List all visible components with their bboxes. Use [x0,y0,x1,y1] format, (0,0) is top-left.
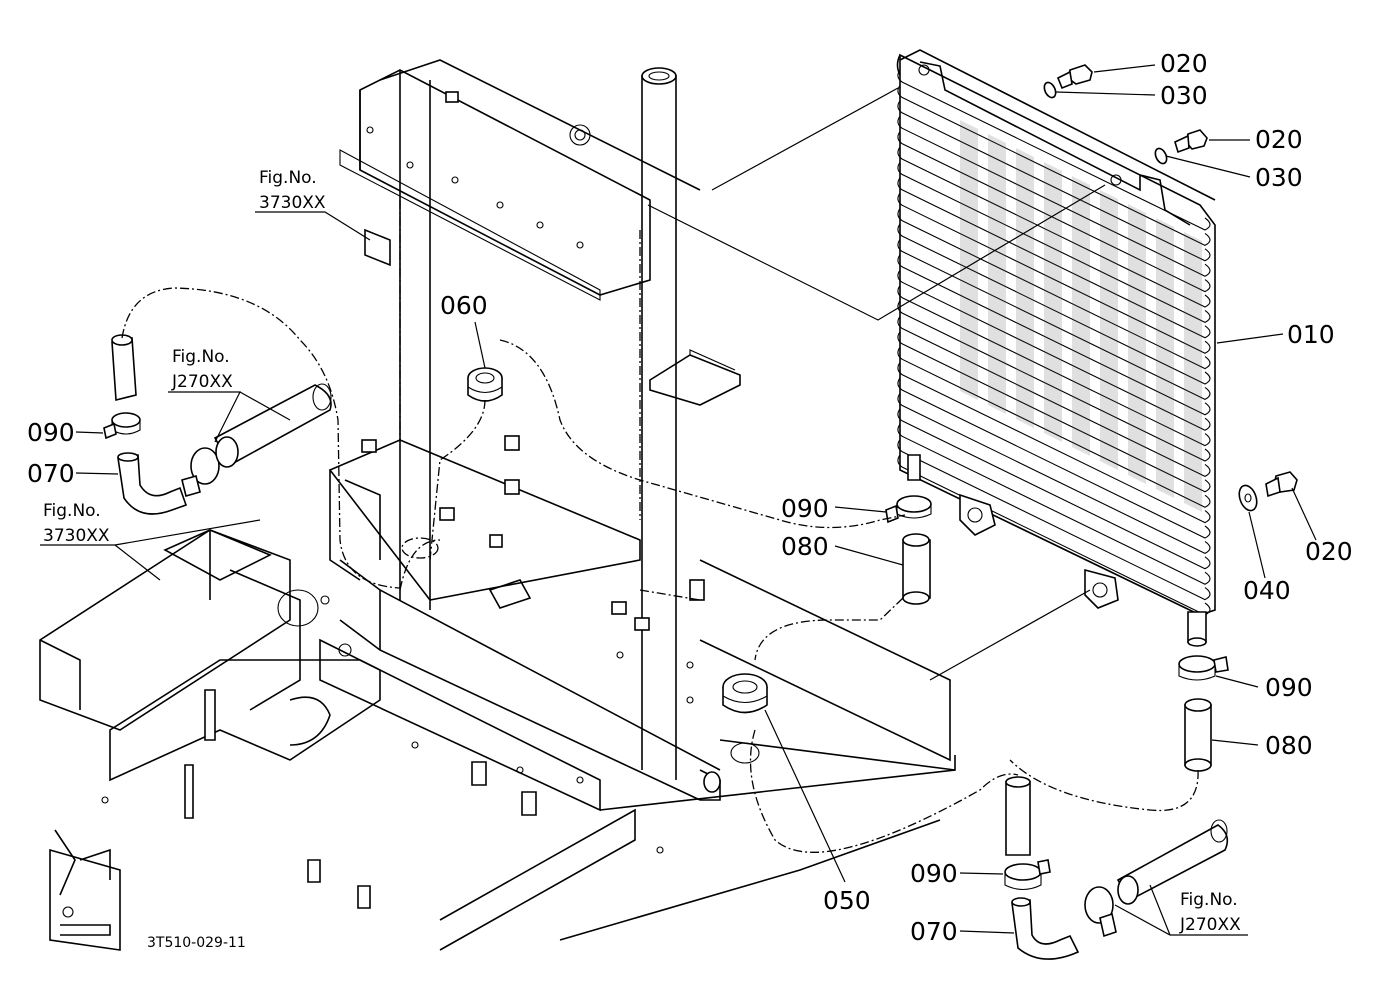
drawing-code: 3T510-029-11 [147,935,246,951]
cooler-fin [897,316,1211,478]
callout-070: 070 [910,917,958,946]
callout-020: 020 [1160,49,1208,78]
fig-ref-label: Fig.No. [259,168,317,188]
fig-ref-number: 3730XX [259,193,326,213]
cooler-fin [897,100,1211,262]
cooler-core-shade [1156,218,1174,498]
callout-020: 020 [1255,125,1303,154]
cooler-fin [897,85,1211,247]
callout-090: 090 [1265,673,1313,702]
cooler-fin [897,131,1211,293]
cooler-fin [897,439,1211,601]
callout-090: 090 [910,859,958,888]
cooler-fin [897,377,1211,539]
cooler-core-shade [1044,162,1062,442]
cooler-fin [897,208,1211,370]
grommet-060 [467,367,503,402]
cooler-core-shade [1016,148,1034,428]
right-mid-hose-assembly [1178,655,1229,772]
cooler-fin [897,346,1211,508]
cooler-core-shade [1184,232,1202,512]
callout-030: 030 [1160,81,1208,110]
cooler-fin [897,192,1211,354]
cooler-fin [897,69,1211,231]
fig-ref-label: Fig.No. [1180,890,1238,910]
leader-lines [40,64,1317,936]
callout-030: 030 [1255,163,1303,192]
cooler-fin [897,115,1211,277]
right-hose-assembly [1004,776,1229,960]
bolts-and-washers [1043,64,1298,512]
cooler-fin [897,362,1211,524]
fig-ref-number: J270XX [1179,915,1241,935]
cooler-fin [897,300,1211,462]
cooler-fin [897,269,1211,431]
figure-references: Fig.No. 3730XX Fig.No. 3730XX Fig.No. J2… [43,168,1241,935]
cooler-fin [897,331,1211,493]
cooler-core-shade [1100,190,1118,470]
oil-cooler-010 [896,49,1216,647]
cooler-fin [897,223,1211,385]
cooler-fin [897,177,1211,339]
callout-090: 090 [781,494,829,523]
cooler-fin [897,146,1211,308]
callout-020: 020 [1305,537,1353,566]
cooler-fin [897,423,1211,585]
cooler-fin [897,239,1211,401]
fig-ref-number: J270XX [171,372,233,392]
callout-080: 080 [1265,731,1313,760]
cooler-fin [897,285,1211,447]
callout-080: 080 [781,532,829,561]
mid-hose-assembly [885,495,932,605]
cooler-core-shade [960,120,978,400]
callout-090: 090 [27,418,75,447]
cooler-core-shade [1072,176,1090,456]
cooler-core-shade [988,134,1006,414]
left-hose-assembly [103,334,332,515]
cooler-fins [897,69,1211,616]
cooler-fin [897,408,1211,570]
studs [184,689,537,909]
cooler-core-shade [1128,204,1146,484]
grommet-050 [722,673,768,714]
cooler-fin [897,454,1211,616]
fig-ref-label: Fig.No. [43,501,101,521]
fig-ref-label: Fig.No. [172,347,230,367]
cooler-fin [897,254,1211,416]
callout-040: 040 [1243,576,1291,605]
callout-050: 050 [823,886,871,915]
cooler-fin [897,162,1211,324]
callout-labels: 020 030 020 030 010 020 040 090 080 090 … [27,49,1353,946]
callout-010: 010 [1287,320,1335,349]
fig-ref-number: 3730XX [43,526,110,546]
cooler-fin [897,393,1211,555]
callout-060: 060 [440,291,488,320]
callout-070: 070 [27,459,75,488]
